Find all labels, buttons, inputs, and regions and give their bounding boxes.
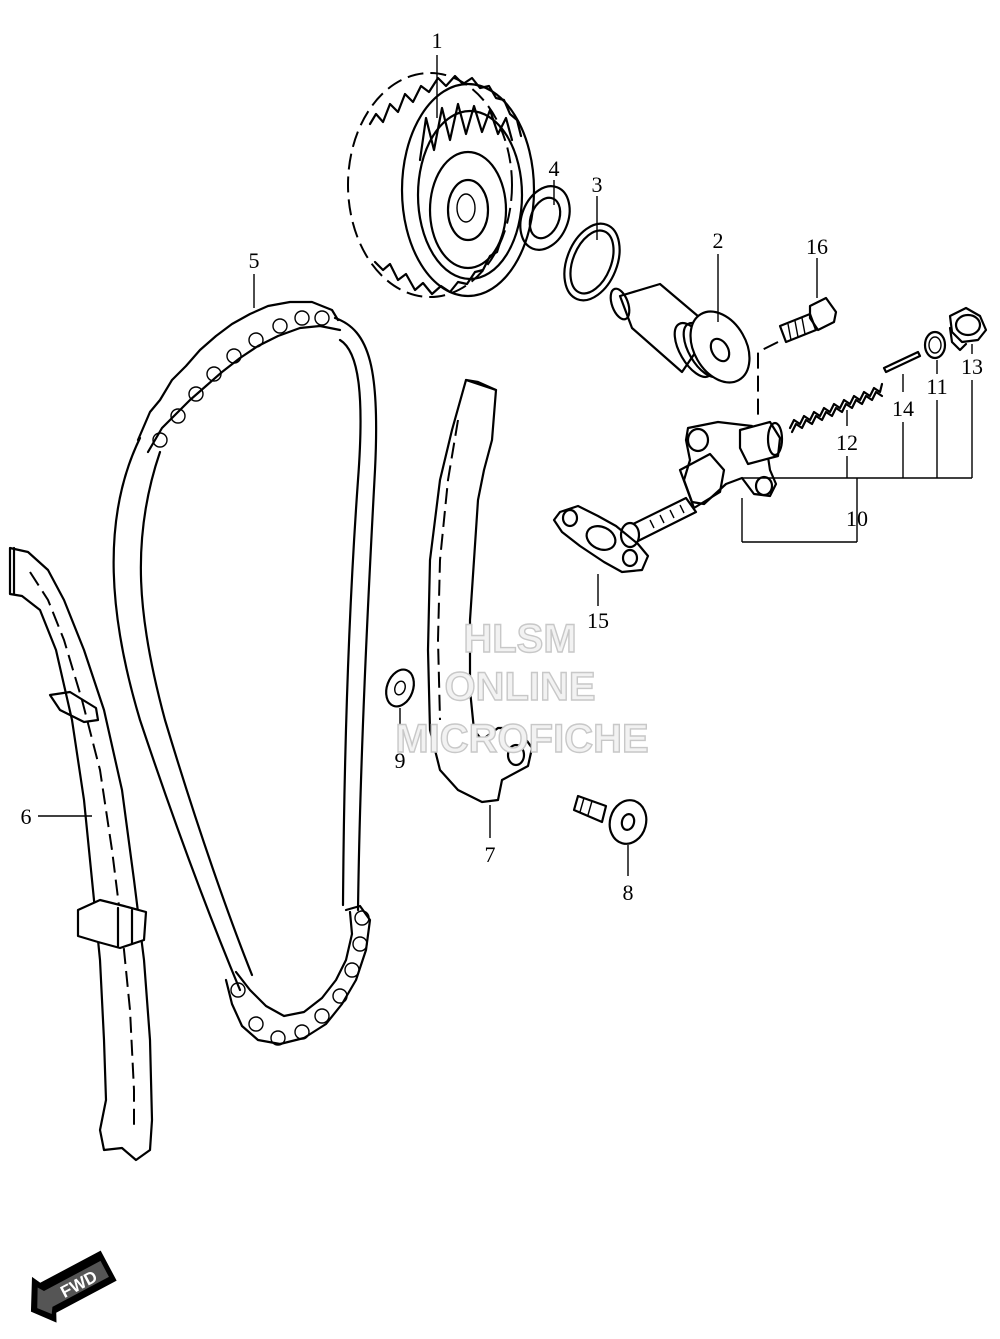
callout-12: 12: [836, 430, 858, 455]
chain-guide-part-6: [8, 546, 154, 1162]
callout-15: 15: [587, 608, 609, 633]
callout-10: 10: [846, 506, 868, 531]
leader-lines: [38, 55, 973, 876]
watermark-line-3: MICROFICHE: [395, 717, 648, 761]
callout-14: 14: [892, 396, 914, 421]
washer-part-9: [385, 668, 415, 708]
fwd-direction-badge: FWD: [30, 1250, 117, 1323]
o-ring-part-3: [563, 222, 621, 302]
cam-drive-gear: [347, 72, 536, 298]
callout-8: 8: [623, 880, 634, 905]
callout-2: 2: [713, 228, 724, 253]
cap-bolt-part-13: [948, 306, 988, 352]
fwd-arrow-icon: [37, 1260, 109, 1315]
callout-6: 6: [21, 804, 32, 829]
bolt-part-8: [572, 794, 648, 845]
cam-chain-tensioner-part-10: [619, 420, 784, 549]
watermark: HLSM ONLINE MICROFICHE: [395, 616, 650, 761]
callout-5: 5: [249, 248, 260, 273]
callout-13: 13: [961, 354, 983, 379]
callout-labels: 1 2 3 4 5 6 7 8 9 10 11 12 13 14 15 16: [21, 28, 984, 905]
callout-4: 4: [549, 156, 560, 181]
gasket-part-11: [923, 330, 947, 360]
callout-16: 16: [806, 234, 828, 259]
washer-part-4: [519, 185, 571, 251]
callout-7: 7: [485, 842, 496, 867]
spring-part-12: [788, 382, 884, 434]
callout-11: 11: [926, 374, 947, 399]
tensioner-gasket-part-15: [552, 504, 650, 574]
callout-9: 9: [395, 748, 406, 773]
gear-shaft-part-2: [609, 282, 751, 384]
rod-part-14: [882, 350, 922, 374]
callout-3: 3: [592, 172, 603, 197]
watermark-line-1: HLSM: [463, 617, 576, 661]
cam-chain-part-5: [112, 300, 378, 1046]
bolt-part-16: [778, 296, 838, 344]
watermark-line-2: ONLINE: [444, 665, 595, 709]
alignment-line: [757, 341, 779, 418]
callout-1: 1: [432, 28, 443, 53]
tensioner-guide-part-7: [426, 378, 534, 804]
